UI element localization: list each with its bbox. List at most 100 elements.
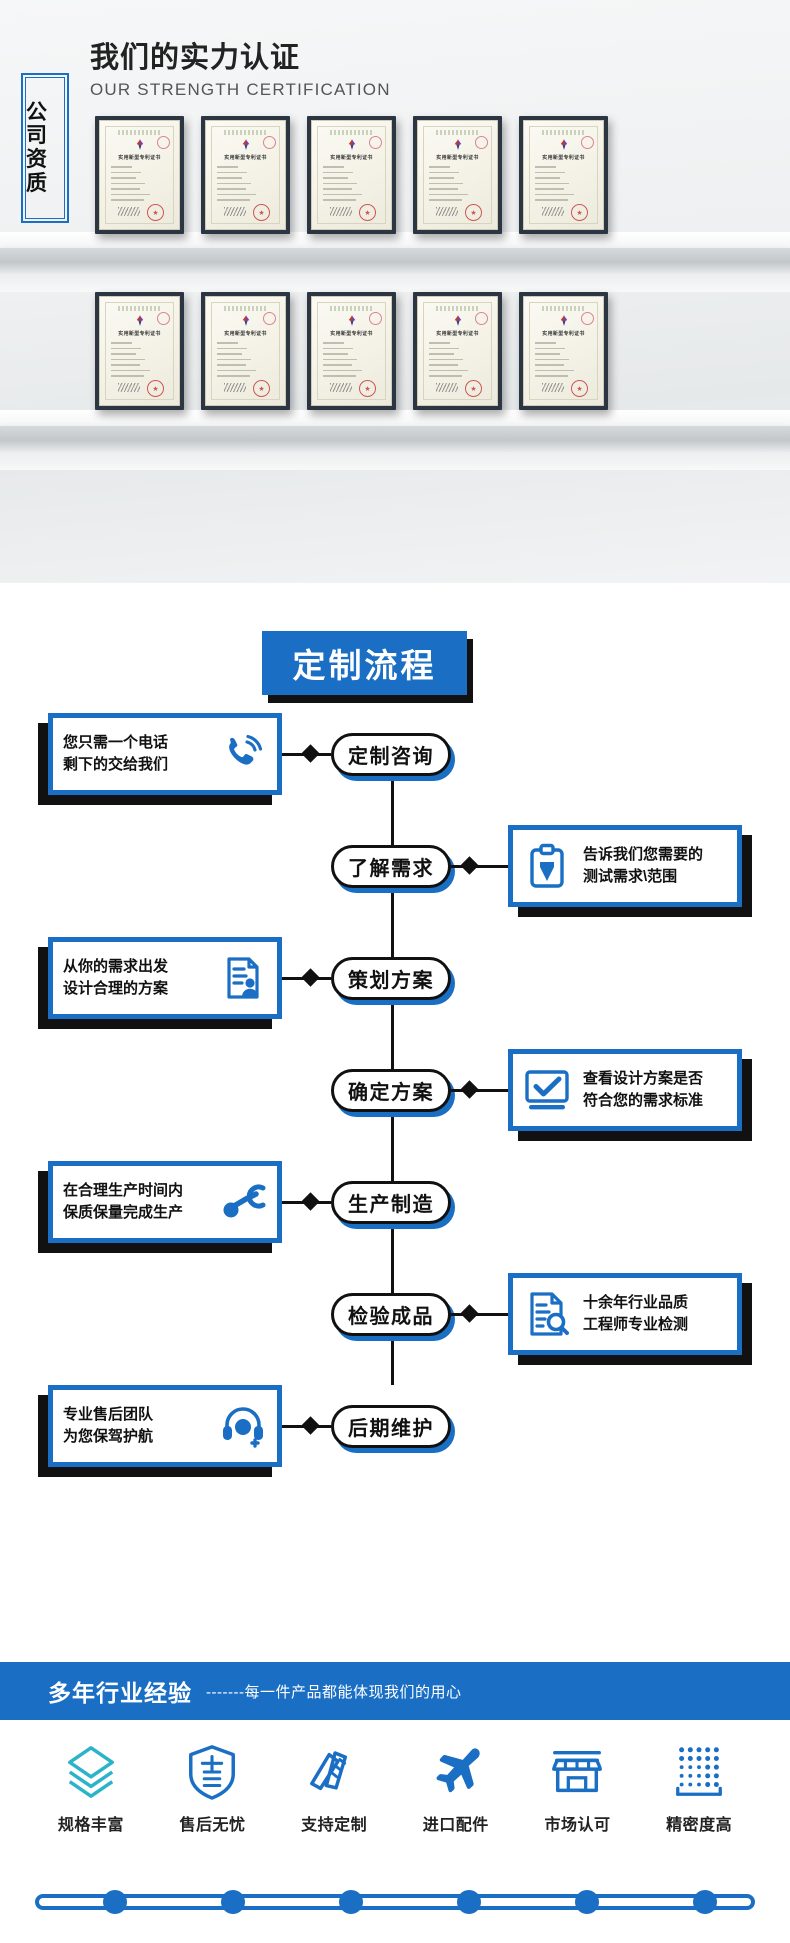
page-title-en: OUR STRENGTH CERTIFICATION — [90, 80, 391, 99]
flow-card-box: 在合理生产时间内保质保量完成生产 — [48, 1161, 282, 1243]
certificate-heading-text: 实用新型专利证书 — [224, 331, 267, 337]
certificate-signature — [542, 383, 564, 392]
certificate-top-seal-icon — [581, 312, 594, 325]
certificate-ornament — [435, 306, 480, 311]
certificate-heading-text: 实用新型专利证书 — [542, 155, 585, 161]
certificate-row-1: 实用新型专利证书实用新型专利证书实用新型专利证书实用新型专利证书实用新型专利证书 — [95, 116, 608, 234]
certificate-ornament — [435, 130, 480, 135]
flow-card-left-3[interactable]: 从你的需求出发设计合理的方案 — [38, 937, 282, 1029]
certificate-page: 实用新型专利证书 — [99, 296, 180, 406]
certificate-frame[interactable]: 实用新型专利证书 — [413, 292, 502, 410]
certificate-frame[interactable]: 实用新型专利证书 — [307, 116, 396, 234]
certificate-ornament — [329, 306, 374, 311]
certificate-frame[interactable]: 实用新型专利证书 — [201, 292, 290, 410]
feature-item-4[interactable]: 进口配件 — [402, 1744, 510, 1835]
flow-card-left-1[interactable]: 您只需一个电话剩下的交给我们 — [38, 713, 282, 805]
certificate-body-lines — [217, 342, 274, 381]
timeline-track — [35, 1894, 755, 1910]
certificate-emblem-icon — [133, 138, 146, 151]
certificate-frame[interactable]: 实用新型专利证书 — [413, 116, 502, 234]
flow-card-right-2[interactable]: 告诉我们您需要的测试需求\范围 — [508, 825, 752, 917]
customization-flow-section: 定制流程 定制咨询了解需求策划方案确定方案生产制造检验成品后期维护 您只需一个电… — [0, 583, 790, 1640]
certificate-top-seal-icon — [475, 136, 488, 149]
certificate-top-seal-icon — [581, 136, 594, 149]
airplane-icon — [428, 1744, 484, 1800]
certificate-signature — [224, 383, 246, 392]
certificate-red-seal-icon — [359, 380, 376, 397]
flow-connector-diamond — [301, 1192, 320, 1211]
page-title-cn: 我们的实力认证 — [90, 42, 301, 74]
flow-card-text: 专业售后团队为您保驾护航 — [63, 1406, 154, 1445]
certificate-frame[interactable]: 实用新型专利证书 — [307, 292, 396, 410]
flow-node-box: 了解需求 — [331, 845, 451, 888]
timeline-strip — [35, 1890, 755, 1914]
certificate-emblem-icon — [345, 314, 358, 327]
flow-node-label: 生产制造 — [348, 1194, 434, 1216]
flow-title-box: 定制流程 — [262, 631, 467, 695]
precision-dots-icon — [671, 1744, 727, 1800]
feature-item-5[interactable]: 市场认可 — [523, 1744, 631, 1835]
feature-label: 市场认可 — [544, 1817, 611, 1834]
flow-card-text: 您只需一个电话剩下的交给我们 — [63, 734, 169, 773]
certificate-emblem-icon — [557, 314, 570, 327]
feature-item-2[interactable]: 售后无忧 — [158, 1744, 266, 1835]
document-person-icon — [219, 954, 267, 1002]
flow-node-1[interactable]: 定制咨询 — [331, 733, 455, 781]
timeline-dot-3[interactable] — [339, 1890, 363, 1914]
flow-card-right-6[interactable]: 十余年行业品质工程师专业检测 — [508, 1273, 752, 1365]
certificate-top-seal-icon — [263, 312, 276, 325]
flow-node-5[interactable]: 生产制造 — [331, 1181, 455, 1229]
certificate-signature — [118, 383, 140, 392]
feature-item-1[interactable]: 规格丰富 — [37, 1744, 145, 1835]
certificate-emblem-icon — [239, 314, 252, 327]
certification-section: 公司资质 我们的实力认证 OUR STRENGTH CERTIFICATION … — [0, 0, 790, 583]
shelf-top-face-2 — [0, 410, 790, 426]
flow-card-left-5[interactable]: 在合理生产时间内保质保量完成生产 — [38, 1161, 282, 1253]
flow-node-3[interactable]: 策划方案 — [331, 957, 455, 1005]
flow-node-7[interactable]: 后期维护 — [331, 1405, 455, 1453]
timeline-dot-2[interactable] — [221, 1890, 245, 1914]
flow-card-box: 十余年行业品质工程师专业检测 — [508, 1273, 742, 1355]
layers-icon — [63, 1744, 119, 1800]
certificate-page: 实用新型专利证书 — [311, 296, 392, 406]
certificate-page: 实用新型专利证书 — [205, 120, 286, 230]
certificate-frame[interactable]: 实用新型专利证书 — [95, 116, 184, 234]
certificate-emblem-icon — [557, 138, 570, 151]
timeline-dot-1[interactable] — [103, 1890, 127, 1914]
flow-connector-diamond — [460, 1080, 479, 1099]
certificate-heading-text: 实用新型专利证书 — [436, 331, 479, 337]
clipboard-check-icon — [523, 842, 571, 890]
certificate-frame[interactable]: 实用新型专利证书 — [95, 292, 184, 410]
timeline-dot-6[interactable] — [693, 1890, 717, 1914]
experience-bar-subtitle: -------每一件产品都能体现我们的用心 — [206, 1683, 462, 1701]
feature-label: 精密度高 — [666, 1817, 733, 1834]
company-qualification-label: 公司资质 — [26, 100, 47, 195]
certificate-body-lines — [217, 166, 274, 205]
certificate-frame[interactable]: 实用新型专利证书 — [201, 116, 290, 234]
certificate-red-seal-icon — [147, 204, 164, 221]
flow-card-box: 查看设计方案是否符合您的需求标准 — [508, 1049, 742, 1131]
flow-card-left-7[interactable]: 专业售后团队为您保驾护航 — [38, 1385, 282, 1477]
feature-item-3[interactable]: 支持定制 — [280, 1744, 388, 1835]
flow-connector-right-4 — [451, 1089, 508, 1092]
certificate-top-seal-icon — [157, 136, 170, 149]
certificate-emblem-icon — [239, 138, 252, 151]
certificate-red-seal-icon — [253, 380, 270, 397]
flow-node-label: 后期维护 — [348, 1418, 434, 1440]
flow-node-6[interactable]: 检验成品 — [331, 1293, 455, 1341]
document-search-icon — [523, 1290, 571, 1338]
feature-label: 规格丰富 — [57, 1817, 124, 1834]
timeline-dot-5[interactable] — [575, 1890, 599, 1914]
feature-item-6[interactable]: 精密度高 — [645, 1744, 753, 1835]
certificate-red-seal-icon — [465, 380, 482, 397]
certificate-frame[interactable]: 实用新型专利证书 — [519, 292, 608, 410]
experience-bar: 多年行业经验 -------每一件产品都能体现我们的用心 — [0, 1662, 790, 1720]
flow-card-text: 查看设计方案是否符合您的需求标准 — [583, 1070, 704, 1109]
flow-node-4[interactable]: 确定方案 — [331, 1069, 455, 1117]
flow-node-2[interactable]: 了解需求 — [331, 845, 455, 893]
flow-card-right-4[interactable]: 查看设计方案是否符合您的需求标准 — [508, 1049, 752, 1141]
certificate-frame[interactable]: 实用新型专利证书 — [519, 116, 608, 234]
certificate-ornament — [541, 306, 586, 311]
flow-card-box: 告诉我们您需要的测试需求\范围 — [508, 825, 742, 907]
timeline-dot-4[interactable] — [457, 1890, 481, 1914]
